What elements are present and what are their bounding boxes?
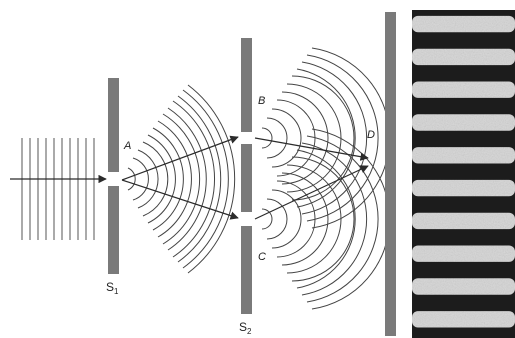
label-point-d: D [367,129,375,141]
label-barrier-s2: S2 [239,320,252,336]
bright-fringe [412,48,515,66]
wavefronts-from-slit-a [127,84,236,274]
bright-fringe [412,245,515,262]
label-slit-b: B [258,95,265,107]
bright-fringe [412,147,515,164]
viewing-screen [385,12,396,336]
ray-b-to-d [254,137,369,161]
bright-fringe [412,114,515,131]
label-slit-c: C [258,251,266,263]
barrier-s1 [108,78,119,274]
label-barrier-s1: S1 [106,280,119,296]
wavefronts-from-slit-c [261,128,390,310]
bright-fringe [412,81,515,98]
bright-fringe [412,311,515,328]
ray-a-to-b [121,135,239,181]
bright-fringe [412,15,515,33]
plane-wavefronts [21,138,95,240]
barrier-s2 [241,38,252,314]
label-slit-a: A [123,140,131,152]
ray-a-to-c [121,179,239,220]
ray-c-to-d [254,165,369,220]
bright-fringe [412,179,515,197]
bright-fringe [412,212,515,230]
interference-pattern [412,10,515,338]
bright-fringe [412,278,515,295]
